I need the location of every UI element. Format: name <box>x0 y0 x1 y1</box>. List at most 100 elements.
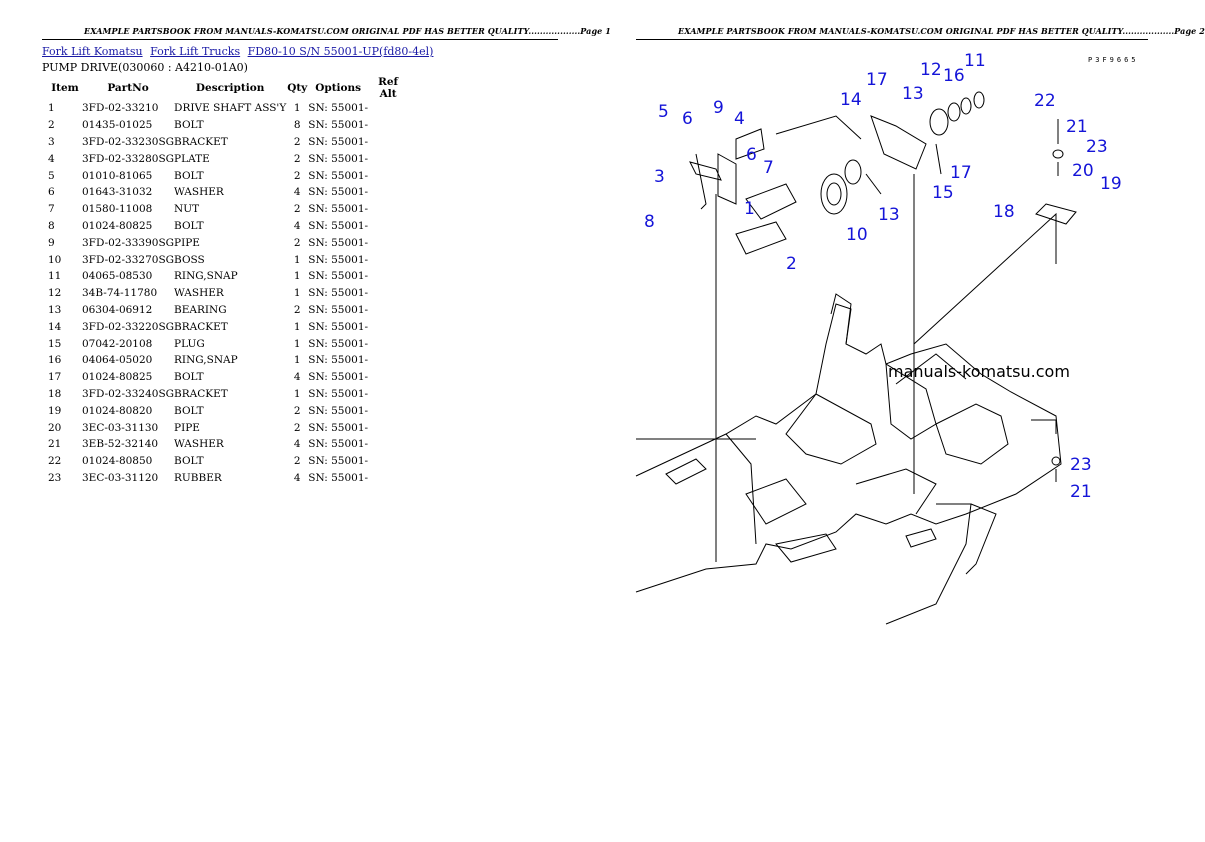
part-qty: 2 <box>293 203 301 216</box>
callout-label: 15 <box>932 183 954 203</box>
item-number: 16 <box>48 354 62 367</box>
part-number: 3FD-02-33280SG <box>82 152 175 165</box>
part-options: SN: 55001- <box>308 253 369 266</box>
part-ref-alt <box>368 167 408 184</box>
callout-label: 3 <box>654 167 665 187</box>
callout-label: 10 <box>846 225 868 245</box>
item-number: 23 <box>48 471 62 484</box>
part-number: 34B-74-11780 <box>82 287 158 300</box>
part-description: BRACKET <box>174 320 228 333</box>
part-qty: 2 <box>293 169 301 182</box>
item-number: 11 <box>48 270 62 283</box>
item-number: 17 <box>48 371 62 384</box>
part-qty: 2 <box>293 236 301 249</box>
part-qty: 4 <box>293 219 301 232</box>
breadcrumb-link-category[interactable]: Fork Lift Trucks <box>150 45 241 58</box>
part-options: SN: 55001- <box>308 337 369 350</box>
exploded-parts-diagram: P3F9665 manuals-komatsu.com 1 2 3 4 5 6 … <box>635 51 1136 625</box>
part-number: 01024-80850 <box>82 455 153 468</box>
breadcrumb: Fork Lift Komatsu Fork Lift Trucks FD80-… <box>42 45 437 58</box>
part-number: 01024-80825 <box>82 219 153 232</box>
part-qty: 4 <box>293 438 301 451</box>
part-number: 3EC-03-31120 <box>82 471 159 484</box>
part-number: 04065-08530 <box>82 270 153 283</box>
item-number: 19 <box>48 404 62 417</box>
part-ref-alt <box>368 470 408 487</box>
part-ref-alt <box>368 335 408 352</box>
page-header-left: EXAMPLE PARTSBOOK FROM MANUALS-KOMATSU.C… <box>84 26 611 36</box>
part-number: 01010-81065 <box>82 169 153 182</box>
part-number: 01024-80825 <box>82 371 153 384</box>
item-number: 8 <box>48 219 55 232</box>
item-number: 5 <box>48 169 55 182</box>
part-description: NUT <box>174 203 200 216</box>
callout-label: 8 <box>644 212 655 232</box>
item-number: 13 <box>48 303 62 316</box>
part-number: 3FD-02-33390SG <box>82 236 175 249</box>
item-number: 3 <box>48 135 55 148</box>
callout-label: 5 <box>658 102 669 122</box>
part-ref-alt <box>368 150 408 167</box>
part-number: 3FD-02-33220SG <box>82 320 175 333</box>
part-options: SN: 55001- <box>308 203 369 216</box>
part-qty: 1 <box>293 102 301 115</box>
part-options: SN: 55001- <box>308 219 369 232</box>
part-options: SN: 55001- <box>308 119 369 132</box>
callout-label: 18 <box>993 202 1015 222</box>
item-number: 20 <box>48 421 62 434</box>
part-description: WASHER <box>174 186 224 199</box>
item-number: 7 <box>48 203 55 216</box>
col-header-qty: Qty <box>287 82 308 94</box>
part-ref-alt <box>368 201 408 218</box>
breadcrumb-link-model[interactable]: FD80-10 S/N 55001-UP(fd80-4el) <box>247 45 434 58</box>
part-qty: 4 <box>293 186 301 199</box>
callout-label: 1 <box>744 199 755 219</box>
part-ref-alt <box>368 184 408 201</box>
part-description: BOLT <box>174 119 204 132</box>
part-ref-alt <box>368 386 408 403</box>
part-qty: 2 <box>293 303 301 316</box>
item-number: 12 <box>48 287 62 300</box>
part-description: BOLT <box>174 455 204 468</box>
breadcrumb-link-brand[interactable]: Fork Lift Komatsu <box>42 45 143 58</box>
part-description: BOSS <box>174 253 205 266</box>
col-header-options: Options <box>315 82 362 94</box>
part-options: SN: 55001- <box>308 270 369 283</box>
callout-label: 2 <box>786 254 797 274</box>
item-number: 21 <box>48 438 62 451</box>
callout-label: 21 <box>1066 117 1088 137</box>
part-qty: 4 <box>293 471 301 484</box>
callout-label: 9 <box>713 98 724 118</box>
part-ref-alt <box>368 302 408 319</box>
callout-label: 16 <box>943 66 965 86</box>
callout-label: 17 <box>950 163 972 183</box>
part-qty: 4 <box>293 371 301 384</box>
part-ref-alt <box>368 369 408 386</box>
callout-label: 23 <box>1086 137 1108 157</box>
part-ref-alt <box>368 436 408 453</box>
part-options: SN: 55001- <box>308 169 369 182</box>
part-description: BOLT <box>174 169 204 182</box>
table-row: 5 01010-81065 BOLT 2 SN: 55001- <box>42 167 408 184</box>
part-description: PIPE <box>174 236 200 249</box>
item-number: 14 <box>48 320 62 333</box>
callout-label: 13 <box>902 84 924 104</box>
part-number: 3FD-02-33230SG <box>82 135 175 148</box>
part-qty: 1 <box>293 270 301 283</box>
callout-label: 6 <box>746 145 757 165</box>
part-qty: 1 <box>293 354 301 367</box>
